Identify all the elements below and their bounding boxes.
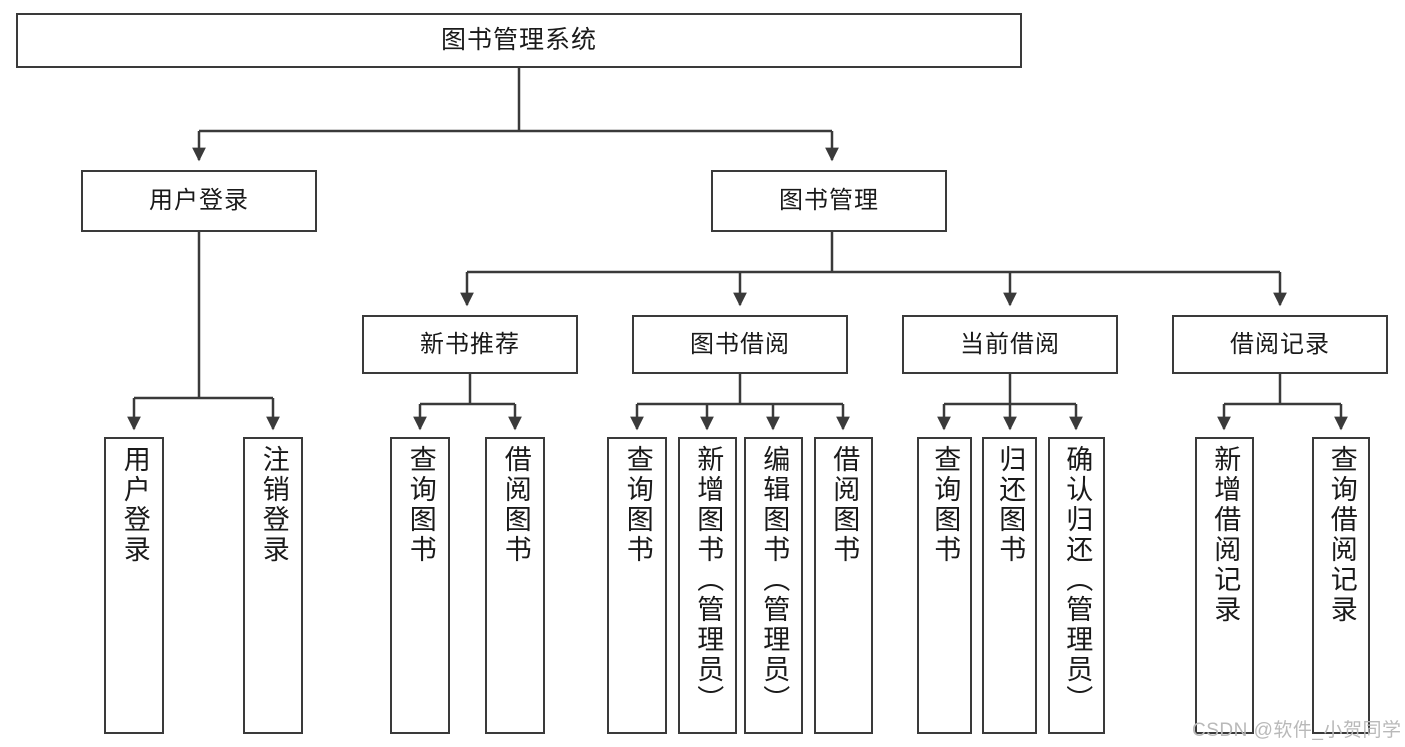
leaf-query-borrow-record[interactable]: 查询借阅记录 (1312, 437, 1370, 734)
node-new-book-recommend-label: 新书推荐 (420, 330, 520, 358)
node-current-borrow[interactable]: 当前借阅 (902, 315, 1118, 374)
node-book-borrow-label: 图书借阅 (690, 330, 790, 358)
leaf-return-book-label: 归还图书 (995, 445, 1026, 565)
node-user-login-label: 用户登录 (149, 187, 249, 214)
node-current-borrow-label: 当前借阅 (960, 330, 1060, 358)
leaf-add-book-admin[interactable]: 新增图书（管理员） (678, 437, 737, 734)
leaf-add-borrow-record-label: 新增借阅记录 (1210, 445, 1241, 625)
leaf-return-book[interactable]: 归还图书 (982, 437, 1037, 734)
leaf-query-book-borrow[interactable]: 查询图书 (607, 437, 667, 734)
leaf-add-borrow-record[interactable]: 新增借阅记录 (1195, 437, 1254, 734)
leaf-confirm-return-admin[interactable]: 确认归还（管理员） (1048, 437, 1105, 734)
leaf-add-book-admin-label: 新增图书（管理员） (693, 445, 724, 715)
leaf-logout-label: 注销登录 (258, 445, 289, 565)
node-borrow-record-label: 借阅记录 (1230, 330, 1330, 358)
leaf-confirm-return-admin-label: 确认归还（管理员） (1062, 445, 1093, 715)
node-book-management-label: 图书管理 (779, 187, 879, 214)
leaf-borrow-book[interactable]: 借阅图书 (814, 437, 873, 734)
node-borrow-record[interactable]: 借阅记录 (1172, 315, 1388, 374)
leaf-query-book-borrow-label: 查询图书 (622, 445, 653, 565)
leaf-query-borrow-record-label: 查询借阅记录 (1326, 445, 1357, 625)
leaf-query-book-recommend-label: 查询图书 (405, 445, 436, 565)
leaf-query-book-recommend[interactable]: 查询图书 (390, 437, 450, 734)
watermark: CSDN @软件_小贺同学 (1192, 720, 1402, 741)
leaf-logout[interactable]: 注销登录 (243, 437, 303, 734)
leaf-query-book-current[interactable]: 查询图书 (917, 437, 972, 734)
leaf-borrow-book-recommend[interactable]: 借阅图书 (485, 437, 545, 734)
node-new-book-recommend[interactable]: 新书推荐 (362, 315, 578, 374)
leaf-query-book-current-label: 查询图书 (930, 445, 961, 565)
node-root[interactable]: 图书管理系统 (16, 13, 1022, 68)
node-book-borrow[interactable]: 图书借阅 (632, 315, 848, 374)
node-user-login[interactable]: 用户登录 (81, 170, 317, 232)
leaf-borrow-book-recommend-label: 借阅图书 (500, 445, 531, 565)
leaf-edit-book-admin-label: 编辑图书（管理员） (759, 445, 790, 715)
leaf-edit-book-admin[interactable]: 编辑图书（管理员） (744, 437, 803, 734)
node-root-label: 图书管理系统 (440, 25, 597, 54)
leaf-borrow-book-label: 借阅图书 (829, 445, 860, 565)
leaf-user-login-label: 用户登录 (119, 445, 150, 565)
leaf-user-login[interactable]: 用户登录 (104, 437, 164, 734)
node-book-management[interactable]: 图书管理 (711, 170, 947, 232)
